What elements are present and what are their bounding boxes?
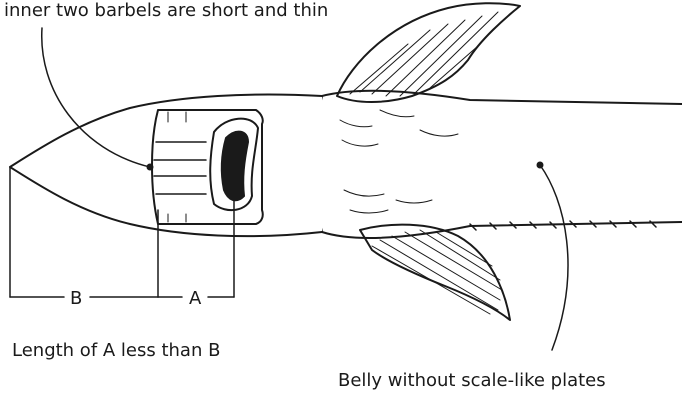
- measure-b-label: B: [70, 288, 82, 310]
- belly-note: Belly without scale-like plates: [338, 370, 606, 392]
- barbel-leader-dot: [148, 165, 153, 170]
- lower-pectoral-fin: [360, 225, 510, 320]
- fish-body: [316, 91, 682, 238]
- upper-pectoral-fin: [337, 3, 520, 102]
- belly-leader-line: [540, 165, 568, 350]
- barbels-note: inner two barbels are short and thin: [4, 0, 328, 22]
- belly-leader-dot: [538, 163, 543, 168]
- length-comparison-note: Length of A less than B: [12, 340, 220, 362]
- measure-a-label: A: [189, 288, 201, 310]
